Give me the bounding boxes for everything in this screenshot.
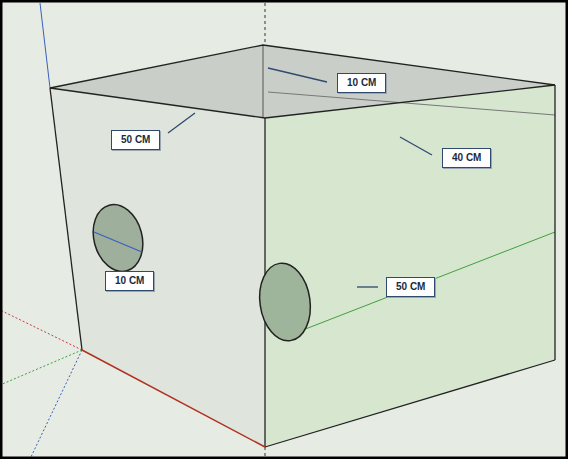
back-edge bbox=[263, 45, 264, 118]
dimension-label: 10 CM bbox=[337, 73, 386, 93]
dimension-label: 10 CM bbox=[105, 271, 154, 291]
top-front-edges bbox=[50, 85, 555, 118]
left-edge bbox=[50, 88, 82, 350]
green-axis-dashed bbox=[0, 350, 82, 385]
blue-axis-dashed bbox=[30, 350, 82, 459]
hole-front bbox=[255, 260, 315, 344]
dimension-label: 50 CM bbox=[111, 130, 160, 150]
red-axis-dashed bbox=[0, 310, 82, 350]
leader-line bbox=[357, 286, 378, 287]
left-face bbox=[50, 88, 265, 447]
hole-left bbox=[86, 199, 150, 277]
leader-line bbox=[94, 232, 142, 252]
inner-edge bbox=[268, 92, 555, 115]
red-axis bbox=[82, 350, 265, 447]
right-face bbox=[265, 85, 555, 447]
bottom-right-edge bbox=[265, 360, 555, 447]
leader-line bbox=[400, 137, 432, 155]
dimension-label: 40 CM bbox=[442, 148, 491, 168]
blue-axis bbox=[40, 3, 50, 88]
top-face bbox=[50, 45, 555, 118]
right-edge bbox=[554, 85, 555, 360]
top-back-edges bbox=[50, 45, 555, 88]
leader-line bbox=[268, 68, 327, 82]
leader-line bbox=[168, 113, 195, 133]
dimension-label: 50 CM bbox=[386, 277, 435, 297]
green-axis bbox=[290, 232, 555, 335]
